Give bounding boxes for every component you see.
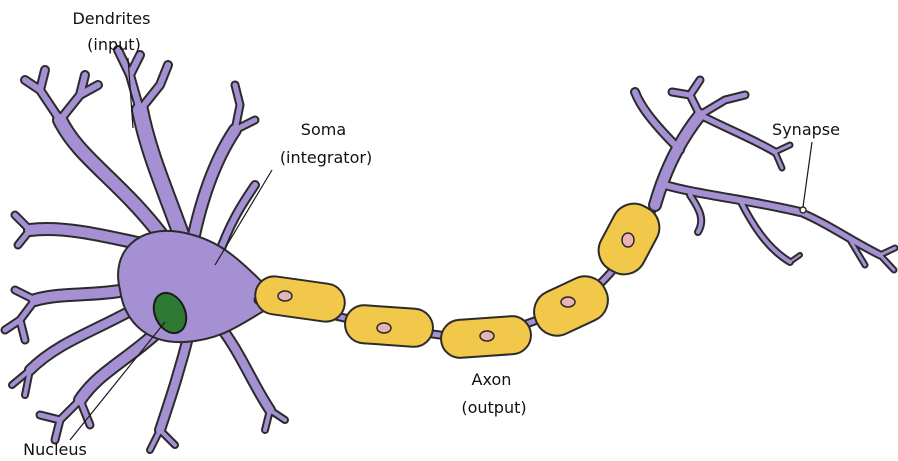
nucleus-label-line1: Nucleus: [23, 440, 87, 459]
dendrites-label-line2: (input): [87, 35, 141, 54]
synapse-label-line1: Synapse: [772, 120, 840, 139]
soma-leader: [215, 170, 272, 265]
synapse-label: Synapse: [772, 120, 840, 139]
axon-label-line2: (output): [461, 398, 526, 417]
soma-label: Soma (integrator): [280, 120, 372, 167]
dendrites-label: Dendrites (input): [72, 9, 155, 54]
soma-label-line2: (integrator): [280, 148, 372, 167]
myelin-segment-1: [253, 274, 347, 324]
axon-label: Axon (output): [461, 370, 526, 417]
synapse-leader: [803, 142, 812, 207]
axon-terminals: [635, 80, 895, 270]
nucleus-label: Nucleus: [23, 440, 87, 459]
soma-label-line1: Soma: [301, 120, 346, 139]
soma-body: [118, 231, 272, 342]
dendrites-label-line1: Dendrites: [72, 9, 150, 28]
axon-label-line1: Axon: [472, 370, 512, 389]
